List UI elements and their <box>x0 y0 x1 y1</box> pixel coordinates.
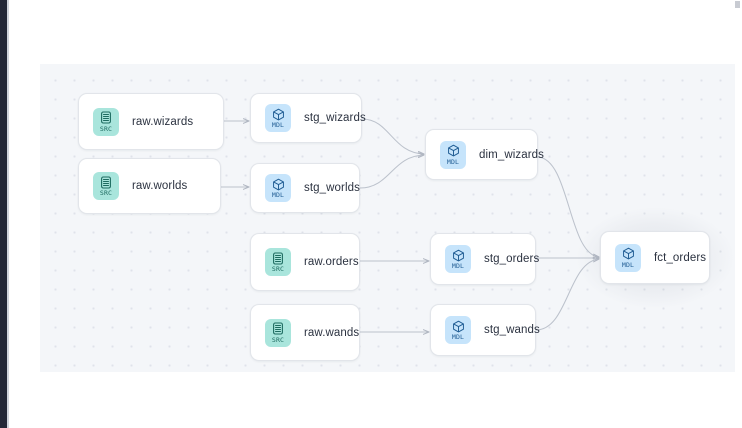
node-label: stg_wizards <box>304 112 366 124</box>
badge-kind-label: SRC <box>99 189 113 197</box>
graph-node-stg_wands[interactable]: MDL stg_wands <box>430 304 540 356</box>
graph-edges-layer <box>221 118 600 335</box>
top-right-corner-mark <box>735 1 740 8</box>
node-label: stg_worlds <box>304 182 360 194</box>
cube-icon <box>622 247 635 260</box>
graph-node-raw_wands[interactable]: SRC raw.wands <box>250 304 360 361</box>
cube-icon <box>452 249 465 262</box>
mdl-type-badge: MDL <box>265 174 291 202</box>
left-edge-rail <box>0 0 7 428</box>
database-icon <box>272 251 284 265</box>
node-label: dim_wizards <box>479 148 545 161</box>
edge-stg-worlds-to-dim-wizards <box>359 152 425 189</box>
mdl-type-badge: MDL <box>445 245 471 273</box>
edge-stg-wands-to-fct-orders <box>535 256 600 331</box>
graph-node-fct_orders[interactable]: MDL fct_orders <box>600 231 710 284</box>
src-type-badge: SRC <box>93 172 119 200</box>
badge-kind-label: MDL <box>446 157 460 166</box>
badge-kind-label: MDL <box>451 262 465 270</box>
src-type-badge: SRC <box>265 248 291 276</box>
mdl-type-badge: MDL <box>440 140 466 169</box>
edge-dim-wizards-to-fct-orders <box>537 156 600 260</box>
badge-kind-label: MDL <box>271 121 285 129</box>
graph-node-dim_wizards[interactable]: MDL dim_wizards <box>425 129 544 180</box>
badge-kind-label: MDL <box>621 260 635 269</box>
node-label: raw.wizards <box>132 115 194 128</box>
cube-icon <box>452 320 465 333</box>
badge-kind-label: SRC <box>271 265 285 273</box>
mdl-type-badge: MDL <box>265 104 291 132</box>
src-type-badge: SRC <box>265 318 291 347</box>
node-label: stg_orders <box>484 253 540 265</box>
database-icon <box>100 111 112 124</box>
badge-kind-label: MDL <box>451 333 465 341</box>
edge-stg-wizards-to-dim-wizards <box>361 118 425 157</box>
graph-node-raw_orders[interactable]: SRC raw.orders <box>250 233 360 291</box>
mdl-type-badge: MDL <box>615 243 641 272</box>
graph-node-stg_orders[interactable]: MDL stg_orders <box>430 233 540 285</box>
database-icon <box>100 175 112 189</box>
graph-node-raw_wizards[interactable]: SRC raw.wizards <box>78 93 224 150</box>
badge-kind-label: MDL <box>271 191 285 199</box>
cube-icon <box>272 178 285 191</box>
badge-kind-label: SRC <box>99 124 113 133</box>
node-label: raw.worlds <box>132 180 188 192</box>
node-label: fct_orders <box>654 251 707 264</box>
src-type-badge: SRC <box>93 107 119 136</box>
left-edge-divider <box>7 0 9 428</box>
graph-node-stg_wizards[interactable]: MDL stg_wizards <box>250 93 366 143</box>
mdl-type-badge: MDL <box>445 316 471 344</box>
node-label: raw.orders <box>304 256 359 268</box>
badge-kind-label: SRC <box>271 335 285 344</box>
node-label: stg_wands <box>484 324 540 336</box>
cube-icon <box>447 144 460 157</box>
cube-icon <box>272 108 285 121</box>
node-label: raw.wands <box>304 326 360 339</box>
graph-node-stg_worlds[interactable]: MDL stg_worlds <box>250 163 360 213</box>
database-icon <box>272 322 284 335</box>
graph-node-raw_worlds[interactable]: SRC raw.worlds <box>78 158 221 214</box>
